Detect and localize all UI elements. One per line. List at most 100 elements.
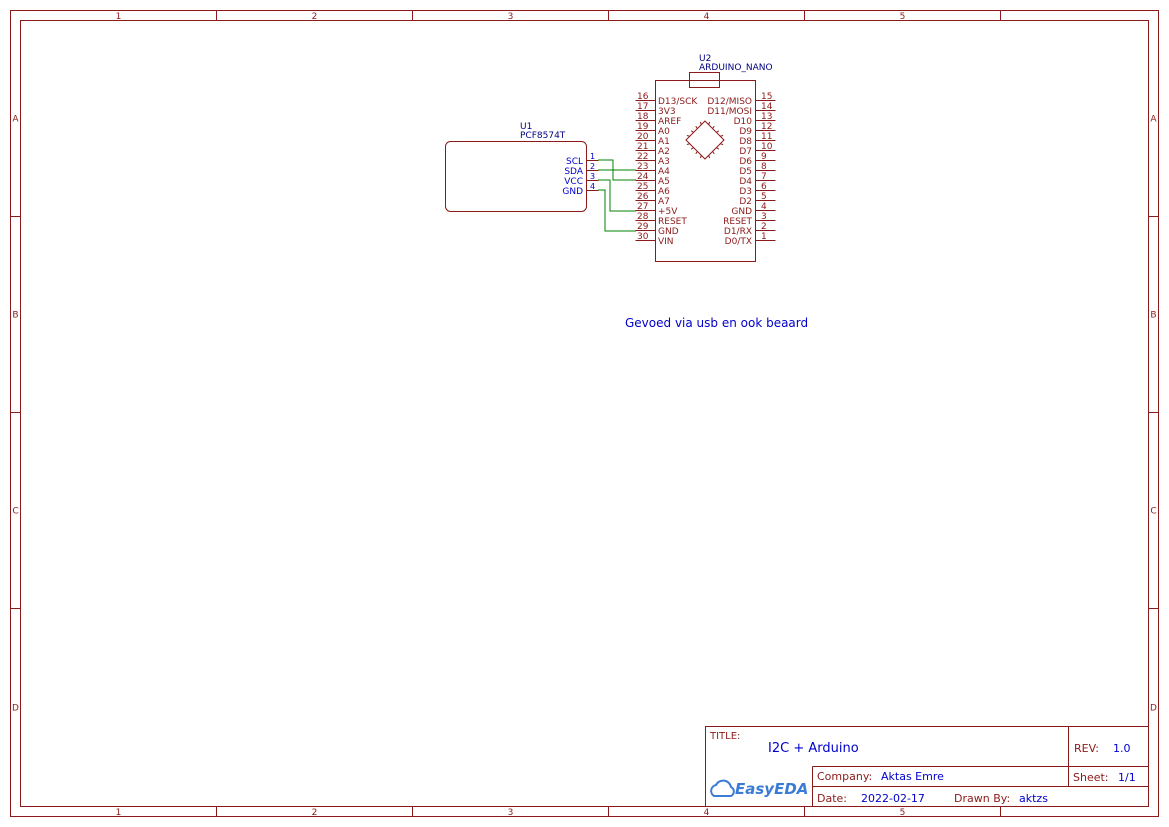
u2-left-pin-number: 27	[637, 202, 648, 212]
u1-body	[445, 141, 587, 212]
u2-right-pin-name: D8	[739, 137, 752, 147]
drawn-by-label: Drawn By:	[954, 792, 1010, 805]
row-label-right: B	[1150, 311, 1156, 321]
column-label-top: 4	[704, 12, 710, 22]
u1-pin-name: GND	[562, 187, 583, 197]
u1-pin-number: 4	[590, 182, 595, 191]
chip-tooth	[716, 130, 720, 133]
u2-left-pin-name: A4	[658, 167, 670, 177]
cloud-icon	[710, 779, 735, 797]
chip-tooth	[708, 155, 711, 159]
column-label-top: 1	[116, 12, 122, 22]
column-label-bottom: 1	[116, 808, 122, 818]
u2-right-pin-name: D9	[739, 127, 752, 137]
u1-pin-number: 3	[590, 172, 595, 181]
row-label-right: C	[1150, 507, 1156, 517]
u1-pin-number: 2	[590, 162, 595, 171]
chip-tooth	[720, 134, 724, 137]
u1-pin-name: VCC	[564, 177, 583, 187]
u2-right-pin-number: 6	[761, 182, 767, 192]
title-label: TITLE:	[709, 731, 740, 742]
row-label-left: D	[12, 704, 19, 714]
row-label-right: A	[1150, 115, 1157, 125]
company-label: Company:	[817, 770, 872, 783]
u2-right-pin-name: D3	[739, 187, 752, 197]
u2-left-pin-number: 21	[637, 142, 648, 152]
u2-reference: U2	[699, 54, 711, 64]
u2-left-pin-name: GND	[658, 227, 679, 237]
u2-left-pin-name: A1	[658, 137, 670, 147]
wire-vcc[interactable]	[598, 179, 636, 212]
chip-tooth	[686, 134, 690, 137]
chip-tooth	[699, 155, 702, 159]
u1-pin-name: SCL	[566, 157, 583, 167]
u2-left-pin-name: A6	[658, 187, 670, 197]
u2-right-pin-name: D10	[734, 117, 753, 127]
u2-left-pin-name: A0	[658, 127, 670, 137]
sheet-frame	[10, 10, 1159, 817]
u2-left-pin-number: 22	[637, 152, 648, 162]
drawn-by-value: aktzs	[1019, 792, 1048, 805]
u2-right-pin-name: GND	[731, 207, 752, 217]
u2-right-pin-number: 2	[761, 222, 767, 232]
u2-left-pin-name: A2	[658, 147, 670, 157]
u2-left-pin-number: 26	[637, 192, 649, 202]
u2-right-pin-number: 14	[761, 102, 773, 112]
u2-left-pin-number: 16	[637, 92, 649, 102]
mcu-chip-icon	[685, 120, 725, 160]
u2-right-pin-number: 12	[761, 122, 772, 132]
wire-gnd[interactable]	[598, 189, 636, 232]
u2-left-pin-name: A5	[658, 177, 670, 187]
u2-right-pin-name: D0/TX	[725, 237, 752, 247]
u2-right-pin-name: D11/MOSI	[707, 107, 752, 117]
chip-tooth	[690, 147, 694, 150]
u2-right-pin-number: 15	[761, 92, 772, 102]
sheet-value: 1/1	[1118, 771, 1136, 784]
chip-tooth	[695, 151, 698, 155]
title-block: TITLE: I2C + Arduino REV: 1.0 Company: A…	[705, 726, 1149, 807]
u2-left-pin-name: VIN	[658, 237, 674, 247]
u2-left-pin-name: A3	[658, 157, 670, 167]
u2-left-pin-name: RESET	[658, 217, 687, 227]
date-value: 2022-02-17	[861, 792, 925, 805]
logo-text: EasyEDA	[735, 780, 808, 798]
u2-left-pin-number: 25	[637, 182, 648, 192]
u2-value: ARDUINO_NANO	[699, 63, 773, 73]
row-label-left: B	[12, 311, 18, 321]
column-label-top: 2	[312, 12, 318, 22]
rev-value: 1.0	[1113, 742, 1131, 755]
u2-left-pin-number: 17	[637, 102, 648, 112]
u2-left-pin-number: 20	[637, 132, 649, 142]
u2-right-pin-name: D7	[739, 147, 752, 157]
u2-left-pin-number: 18	[637, 112, 649, 122]
chip-tooth	[712, 125, 715, 129]
power-note: Gevoed via usb en ook beaard	[625, 316, 808, 330]
company-value: Aktas Emre	[881, 770, 944, 783]
u2-right-pin-number: 4	[761, 202, 767, 212]
chip-tooth	[708, 121, 711, 125]
u2-right-pin-name: D12/MISO	[707, 97, 752, 107]
chip-tooth	[716, 147, 720, 150]
column-label-bottom: 4	[704, 808, 710, 818]
u1-pin-name: SDA	[564, 167, 583, 177]
chip-tooth	[712, 151, 715, 155]
row-label-left: C	[12, 507, 18, 517]
row-label-right: D	[1150, 704, 1157, 714]
column-label-top: 3	[508, 12, 514, 22]
u2-right-pin-number: 11	[761, 132, 772, 142]
u2-right-pin-name: D1/RX	[724, 227, 752, 237]
u2-right-pin-number: 1	[761, 232, 767, 242]
wires	[598, 159, 636, 232]
title-value: I2C + Arduino	[768, 741, 859, 756]
u2-right-pin-number: 7	[761, 172, 767, 182]
chip-tooth	[690, 130, 694, 133]
u2-left-pin-name: A7	[658, 197, 670, 207]
u2-right-pin-name: D6	[739, 157, 752, 167]
u2-left-pin-name: AREF	[658, 117, 681, 127]
u2-right-pin-name: D2	[739, 197, 752, 207]
u2-right-pin-name: RESET	[723, 217, 752, 227]
